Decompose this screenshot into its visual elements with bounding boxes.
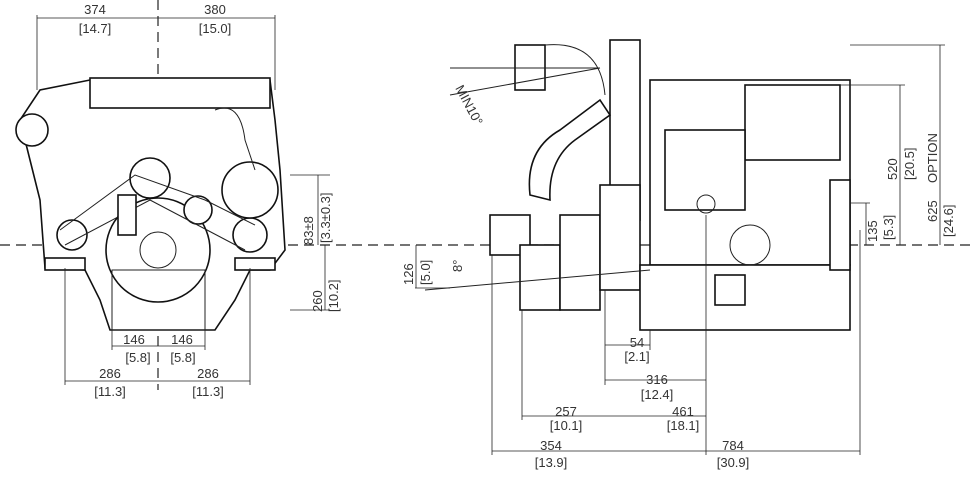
dim-354-in: [13.9] [535,455,568,470]
dim-286-right-in: [11.3] [192,384,224,399]
dim-316-in: [12.4] [641,387,674,402]
dim-784: 784 [722,438,744,453]
dim-625: 625 [925,200,940,222]
dim-520-in: [20.5] [902,147,917,180]
dim-286-left: 286 [99,366,121,381]
dim-146-right-in: [5.8] [170,350,195,365]
dim-316: 316 [646,372,668,387]
dim-135-in: [5.3] [881,215,896,240]
dim-260-in: [10.2] [326,279,341,312]
dim-461: 461 [672,404,694,419]
dim-126: 126 [401,263,416,285]
option-label: OPTION [925,133,940,183]
dim-461-in: [18.1] [667,418,700,433]
dim-784-in: [30.9] [717,455,750,470]
front-view-dimensions: 374 [14.7] 380 [15.0] 83±8 [3.3±0.3] 260… [36,2,341,399]
dim-380-in: [15.0] [199,21,232,36]
dim-135: 135 [865,220,880,242]
dim-354: 354 [540,438,562,453]
dim-126-in: [5.0] [418,260,433,285]
dim-83: 83±8 [301,216,316,245]
dim-286-left-in: [11.3] [94,384,126,399]
dim-374-in: [14.7] [79,21,112,36]
dim-380: 380 [204,2,226,17]
tilt-8deg: 8° [450,260,465,272]
dim-146-left-in: [5.8] [125,350,150,365]
dim-260: 260 [310,290,325,312]
dim-286-right: 286 [197,366,219,381]
dim-520: 520 [885,158,900,180]
dim-146-right: 146 [171,332,193,347]
dim-374: 374 [84,2,106,17]
dim-146-left: 146 [123,332,145,347]
dim-83-in: [3.3±0.3] [318,192,333,243]
front-view-engine [15,77,286,331]
dim-625-in: [24.6] [941,204,956,237]
dim-54-in: [2.1] [624,349,649,364]
dim-54: 54 [630,335,644,350]
dim-257-in: [10.1] [550,418,583,433]
side-view-dimensions: MIN10° 8° 126 [5.0] 520 [20.5] OPTION 62… [401,44,956,470]
dim-257: 257 [555,404,577,419]
side-view-engine [424,39,851,331]
